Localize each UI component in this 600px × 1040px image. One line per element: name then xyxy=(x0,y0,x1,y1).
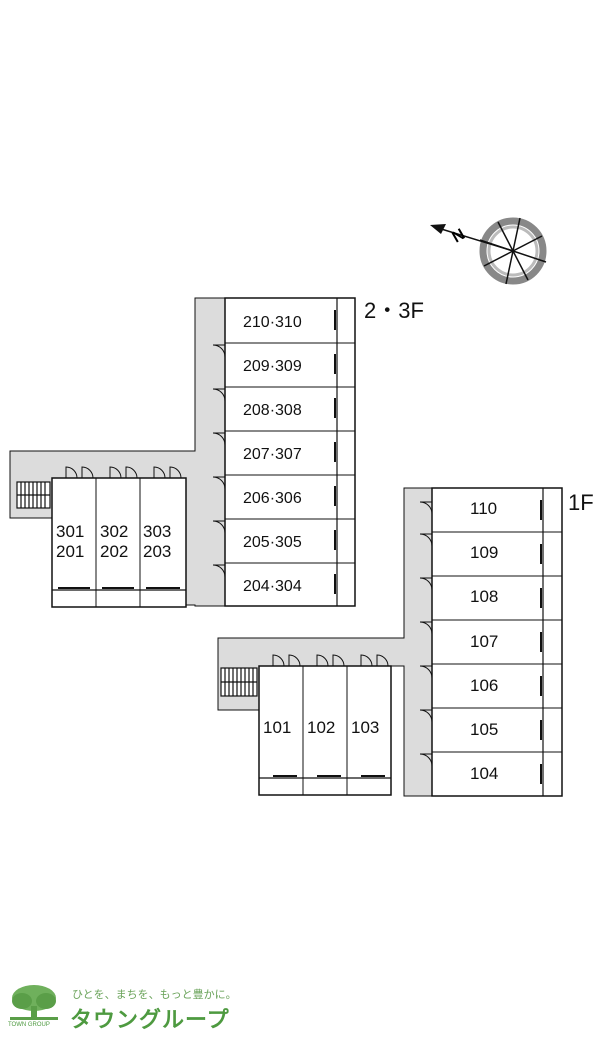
upper-column-doors xyxy=(212,344,226,578)
upper-floor-plan: 210·310 209·309 208·308 207·307 206·306 … xyxy=(9,297,424,608)
unit-label: 104 xyxy=(470,764,498,783)
ground-wing-doors xyxy=(272,654,389,667)
unit-label: 210·310 xyxy=(243,314,302,331)
floor-label-upper: 2・3F xyxy=(364,298,424,323)
tree-icon xyxy=(10,985,58,1020)
unit-label: 201 xyxy=(56,542,84,561)
unit-label: 109 xyxy=(470,543,498,562)
unit-label: 110 xyxy=(470,499,497,518)
upper-staircase xyxy=(16,481,51,509)
upper-wing-doors xyxy=(65,466,182,479)
compass-north-label: N xyxy=(450,226,469,247)
floor-label-ground: 1F xyxy=(568,490,594,515)
ground-floor-plan: 110 109 108 107 106 105 104 101 102 103 … xyxy=(217,487,594,797)
unit-label: 205·305 xyxy=(243,534,302,551)
compass-icon xyxy=(430,217,547,285)
unit-label: 105 xyxy=(470,720,498,739)
ground-staircase xyxy=(220,667,258,697)
unit-label: 209·309 xyxy=(243,358,302,375)
unit-label: 202 xyxy=(100,542,128,561)
unit-label: 103 xyxy=(351,718,379,737)
logo-brand-name: タウングループ xyxy=(70,1007,230,1032)
ground-column-doors xyxy=(419,501,433,767)
unit-label: 301 xyxy=(56,522,84,541)
unit-label: 203 xyxy=(143,542,171,561)
town-group-logo: TOWN GROUP ひとを、まちを、もっと豊かに。 タウングループ xyxy=(4,982,264,1032)
unit-label: 204·304 xyxy=(243,578,302,595)
unit-label: 207·307 xyxy=(243,446,302,463)
logo-tagline: ひとを、まちを、もっと豊かに。 xyxy=(72,989,237,1001)
unit-label: 102 xyxy=(307,718,335,737)
unit-label: 206·306 xyxy=(243,490,302,507)
unit-label: 208·308 xyxy=(243,402,302,419)
unit-label: 107 xyxy=(470,632,498,651)
unit-label: 108 xyxy=(470,587,498,606)
unit-label: 106 xyxy=(470,676,498,695)
logo-group-name: TOWN GROUP xyxy=(8,1022,50,1028)
unit-label: 303 xyxy=(143,522,171,541)
unit-label: 101 xyxy=(263,718,291,737)
unit-label: 302 xyxy=(100,522,128,541)
